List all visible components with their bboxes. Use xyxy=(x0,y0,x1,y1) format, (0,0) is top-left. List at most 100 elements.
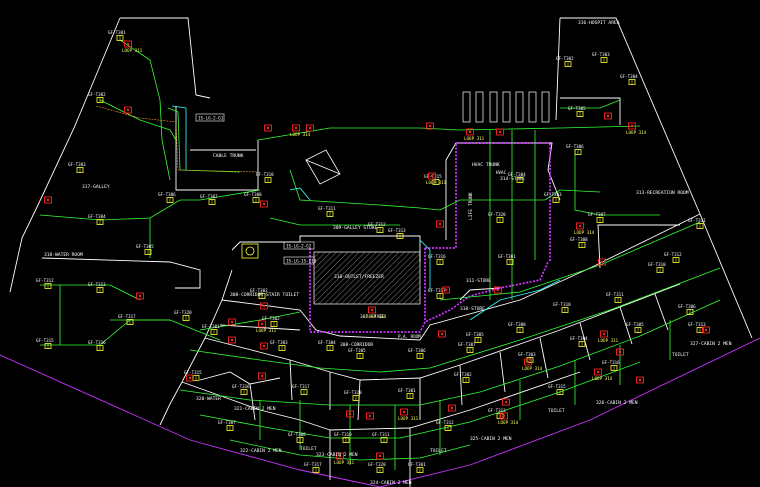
device-symbols: GF-T301GF-T302GF-T303GF-T304GF-T305GF-T3… xyxy=(36,30,710,473)
room-label: 323-CABIN 2 MEN xyxy=(316,452,358,458)
fire-detector-symbol xyxy=(366,412,374,420)
device-tag: GF-T316 xyxy=(88,340,106,345)
device-tag: GF-T310 xyxy=(648,262,666,267)
loop-tag: LOOP 311 xyxy=(256,328,277,333)
device-tag: GF-T311 xyxy=(372,432,390,437)
fire-detector-symbol xyxy=(124,106,132,114)
device-tag: GF-T306 xyxy=(566,144,584,149)
device-tag: GF-T320 xyxy=(488,212,506,217)
fire-detector-symbol xyxy=(228,336,236,344)
device-tag: GF-T302 xyxy=(556,56,574,61)
device-tag: GF-T305 xyxy=(626,322,644,327)
hull-boundary xyxy=(0,337,760,487)
loop-tag: LOOP 311 xyxy=(334,460,355,465)
pipe-run xyxy=(459,125,641,131)
fire-detector-symbol xyxy=(260,342,268,350)
fire-detector-symbol xyxy=(628,122,636,130)
annotation-text: 1S-LG-2-G2 xyxy=(286,244,312,249)
hvac-unit-symbol xyxy=(305,149,341,185)
fire-detector-dot xyxy=(294,126,298,130)
fire-detector-dot xyxy=(402,410,406,414)
fire-detector-dot xyxy=(428,124,432,128)
device-tag: GF-T320 xyxy=(368,462,386,467)
device-tag: GF-T305 xyxy=(136,244,154,249)
device-tag: GF-T312 xyxy=(436,420,454,425)
pipe-run xyxy=(40,284,141,301)
room-label: 318-WATER ROOM xyxy=(44,252,83,258)
fire-detector-dot xyxy=(638,378,642,382)
device-tag: GF-T304 xyxy=(570,336,588,341)
loop-tag: LOOP 314 xyxy=(592,376,613,381)
fire-detector-symbol xyxy=(436,220,444,228)
fire-detector-dot xyxy=(262,304,266,308)
device-tag: GF-T312 xyxy=(664,252,682,257)
pipe-run xyxy=(99,99,177,141)
loop-tag: LOOP 314 xyxy=(366,314,387,319)
device-tag: GF-T316 xyxy=(232,384,250,389)
fire-detector-symbol xyxy=(576,222,584,230)
room-label: 314-STORE xyxy=(500,176,525,182)
pipe-run xyxy=(167,107,241,173)
device-tag: GF-T303 xyxy=(544,192,562,197)
fire-detector-dot xyxy=(596,370,600,374)
device-tag: GF-T302 xyxy=(454,372,472,377)
fire-detector-symbol xyxy=(260,200,268,208)
device-tag: GF-T320 xyxy=(344,390,362,395)
fire-detector-symbol xyxy=(466,128,474,136)
fire-detector-symbol xyxy=(600,330,608,338)
room-label: 322-CABIN 2 MEN xyxy=(240,448,282,454)
room-label: 310-OUTLET/FREEZER xyxy=(334,274,384,280)
device-tag: GF-T317 xyxy=(428,288,446,293)
device-tag: GF-T310 xyxy=(553,302,571,307)
fire-detector-dot xyxy=(230,338,234,342)
room-label: 316-HOSPIT AREA xyxy=(578,20,620,26)
fire-detector-dot xyxy=(468,130,472,134)
device-tag: GF-T305 xyxy=(568,106,586,111)
device-tag: GF-T311 xyxy=(318,206,336,211)
device-tag: GF-T311 xyxy=(688,218,706,223)
room-label: TOILET xyxy=(300,446,317,452)
fire-detector-symbol xyxy=(44,196,52,204)
pipe-run xyxy=(269,217,400,226)
device-tag: GF-T304 xyxy=(508,172,526,177)
pipe-run xyxy=(189,267,721,373)
device-tag: GF-T315 xyxy=(184,370,202,375)
device-tag: GF-T307 xyxy=(200,194,218,199)
fire-detector-dot xyxy=(578,224,582,228)
room-labels: 316-HOSPIT AREA 317-GALLEY 318-WATER ROO… xyxy=(44,20,732,486)
pipe-run xyxy=(419,239,431,290)
device-tag: GF-T304 xyxy=(620,74,638,79)
fire-detector-symbol xyxy=(448,404,456,412)
fire-detector-dot xyxy=(338,454,342,458)
room-label: 325-CABIN 2 MEN xyxy=(470,436,512,442)
device-tag: GF-T313 xyxy=(388,228,406,233)
loop-tag: LOOP 311 xyxy=(464,136,485,141)
device-tag: GF-T315 xyxy=(548,384,566,389)
fire-detector-dot xyxy=(526,360,530,364)
device-tag: GF-T302 xyxy=(88,92,106,97)
device-tag: GF-T312 xyxy=(368,222,386,227)
device-tag: GF-T305 xyxy=(348,348,366,353)
fire-detector-dot xyxy=(260,374,264,378)
device-tag: GF-T315 xyxy=(36,338,54,343)
room-label: 309-GALLEY STORE xyxy=(333,225,377,231)
room-label: TOILET xyxy=(548,408,565,414)
vertical-trunk-units xyxy=(462,91,550,123)
fire-detector-symbol xyxy=(702,326,710,334)
fire-detector-symbol xyxy=(306,124,314,132)
device-tag: GF-T308 xyxy=(508,322,526,327)
device-tag: GF-T311 xyxy=(606,292,624,297)
fire-detector-dot xyxy=(348,412,352,416)
fire-detector-dot xyxy=(498,130,502,134)
fire-detector-dot xyxy=(126,42,130,46)
fire-detector-dot xyxy=(440,332,444,336)
device-tag: GF-T301 xyxy=(498,254,516,259)
device-tag: GF-T308 xyxy=(570,237,588,242)
fire-detector-dot xyxy=(618,350,622,354)
annotation-text: P.A. ROOM xyxy=(398,334,421,339)
fire-detector-dot xyxy=(496,288,500,292)
pipe-run xyxy=(544,189,601,201)
room-label: 308-CORRIDOR xyxy=(340,342,373,348)
room-label: 317-GALLEY xyxy=(82,184,110,190)
